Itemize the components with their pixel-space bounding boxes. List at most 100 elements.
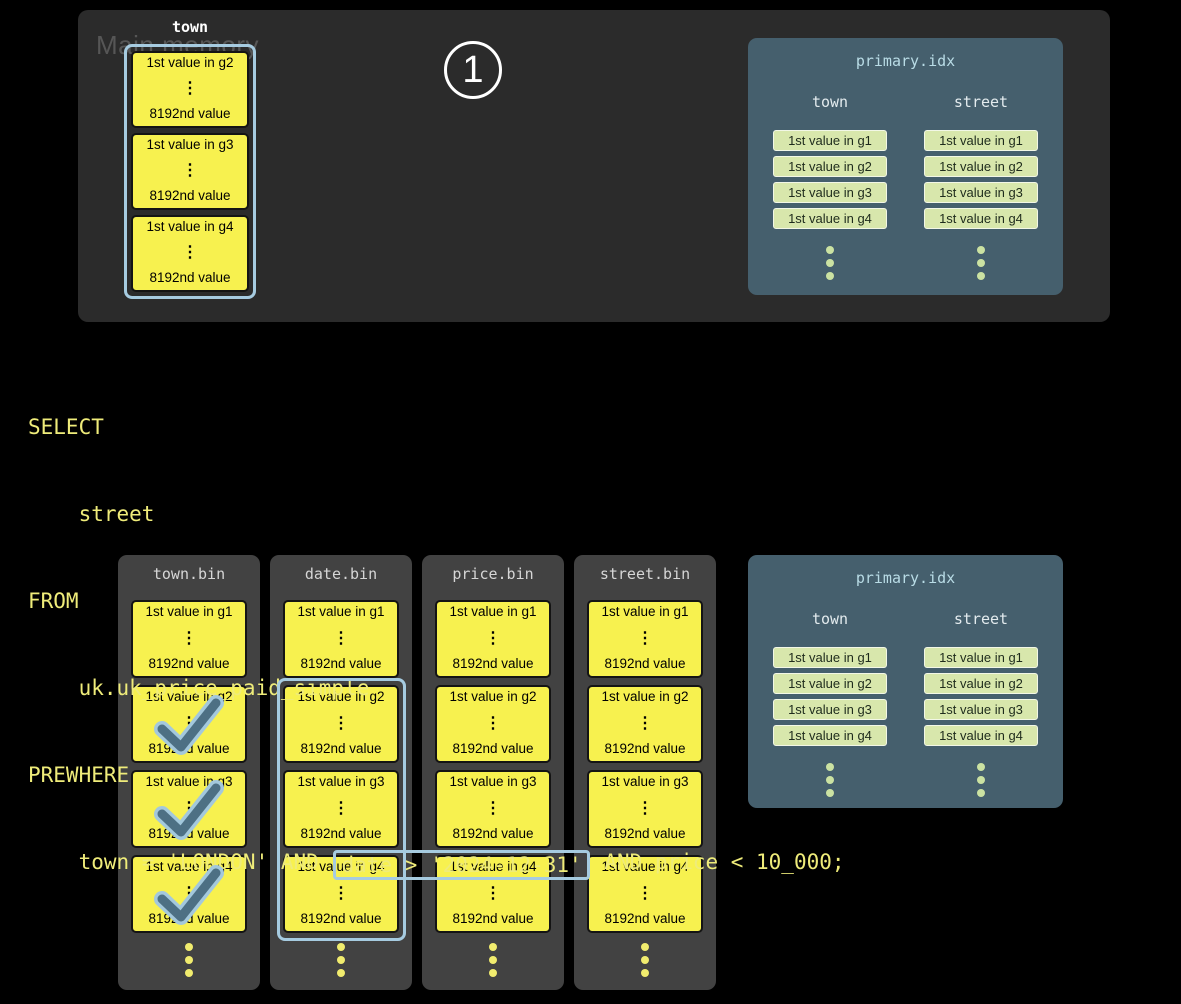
idx-entry-g1: 1st value in g1	[924, 647, 1038, 668]
checkmark-icon	[154, 865, 224, 925]
bin-title-date: date.bin	[304, 565, 378, 583]
granule-ellipsis: ⋮	[182, 80, 198, 98]
granule-last-value: 8192nd value	[604, 826, 686, 842]
checkmark-icon	[154, 695, 224, 755]
granule-block-g3: 1st value in g3 ⋮ 8192nd value	[587, 770, 703, 848]
granule-ellipsis: ⋮	[485, 629, 501, 647]
idx-entry-g4: 1st value in g4	[924, 208, 1038, 229]
granule-last-value: 8192nd value	[149, 188, 231, 204]
ellipsis-dots	[977, 246, 985, 280]
idx-entry-g4: 1st value in g4	[924, 725, 1038, 746]
idx-entry-g4: 1st value in g4	[773, 208, 887, 229]
granule-block-g4: 1st value in g4 ⋮ 8192nd value	[587, 855, 703, 933]
granule-last-value: 8192nd value	[300, 656, 382, 672]
granule-ellipsis: ⋮	[333, 884, 349, 902]
sql-line-select: SELECT	[28, 415, 104, 439]
dot	[977, 776, 985, 784]
granule-last-value: 8192nd value	[604, 911, 686, 927]
ellipsis-dots	[270, 943, 412, 977]
granule-ellipsis: ⋮	[182, 244, 198, 262]
idx-entry-g1: 1st value in g1	[773, 647, 887, 668]
granule-ellipsis: ⋮	[637, 714, 653, 732]
sql-text-after: AND price < 10_000;	[591, 850, 845, 874]
idx-entry-g3: 1st value in g3	[924, 699, 1038, 720]
idx-street-column: street 1st value in g1 1st value in g2 1…	[924, 93, 1038, 280]
dot	[826, 763, 834, 771]
granule-ellipsis: ⋮	[181, 629, 197, 647]
bin-blocks: 1st value in g1 ⋮ 8192nd value 1st value…	[587, 600, 703, 933]
idx-entry-g4: 1st value in g4	[773, 725, 887, 746]
granule-last-value: 8192nd value	[300, 741, 382, 757]
granule-block-g1: 1st value in g1 ⋮ 8192nd value	[131, 600, 247, 678]
granule-first-value: 1st value in g3	[146, 137, 234, 152]
granule-first-value: 1st value in g1	[145, 604, 233, 619]
granule-first-value: 1st value in g2	[601, 689, 689, 704]
granule-first-value: 1st value in g3	[449, 774, 537, 789]
granule-first-value: 1st value in g1	[297, 604, 385, 619]
bin-title-town: town.bin	[152, 565, 226, 583]
idx-column-header-town: town	[811, 93, 849, 111]
idx-column-header-town: town	[811, 610, 849, 628]
checkmark-icon	[154, 780, 224, 840]
dot	[185, 943, 193, 951]
sql-line-table: uk.uk_price_paid_simple	[28, 676, 370, 700]
step-1-badge: 1	[444, 41, 502, 99]
granule-ellipsis: ⋮	[182, 162, 198, 180]
dot	[489, 969, 497, 977]
granule-block-g2: 1st value in g2 ⋮ 8192nd value	[283, 685, 399, 763]
ellipsis-dots	[826, 763, 834, 797]
dot	[337, 956, 345, 964]
granule-last-value: 8192nd value	[604, 741, 686, 757]
idx-entry-g3: 1st value in g3	[773, 699, 887, 720]
primary-idx-panel-top: primary.idx town 1st value in g1 1st val…	[748, 38, 1063, 295]
granule-block-g2: 1st value in g2 ⋮ 8192nd value	[131, 685, 247, 763]
granule-last-value: 8192nd value	[300, 911, 382, 927]
idx-entry-g1: 1st value in g1	[773, 130, 887, 151]
ellipsis-dots	[118, 943, 260, 977]
idx-entry-g2: 1st value in g2	[924, 673, 1038, 694]
bin-blocks: 1st value in g1 ⋮ 8192nd value 1st value…	[435, 600, 551, 933]
granule-ellipsis: ⋮	[333, 629, 349, 647]
bin-title-price: price.bin	[452, 565, 534, 583]
granule-block-g3: 1st value in g3 ⋮ 8192nd value	[435, 770, 551, 848]
bin-blocks: 1st value in g1 ⋮ 8192nd value 1st value…	[131, 600, 247, 933]
granule-last-value: 8192nd value	[452, 911, 534, 927]
idx-entry-g1: 1st value in g1	[924, 130, 1038, 151]
granule-first-value: 1st value in g3	[601, 774, 689, 789]
granule-last-value: 8192nd value	[452, 826, 534, 842]
memory-highlight-box: 1st value in g2 ⋮ 8192nd value 1st value…	[124, 44, 256, 299]
idx-entry-g2: 1st value in g2	[773, 156, 887, 177]
ellipsis-dots	[574, 943, 716, 977]
granule-first-value: 1st value in g4	[601, 859, 689, 874]
granule-block-g2: 1st value in g2 ⋮ 8192nd value	[131, 51, 249, 128]
primary-idx-title: primary.idx	[855, 52, 956, 70]
dot	[977, 272, 985, 280]
granule-first-value: 1st value in g3	[297, 774, 385, 789]
dot	[185, 969, 193, 977]
bin-panel-street: street.bin 1st value in g1 ⋮ 8192nd valu…	[574, 555, 716, 990]
granule-block-g1: 1st value in g1 ⋮ 8192nd value	[587, 600, 703, 678]
granule-first-value: 1st value in g2	[146, 55, 234, 70]
sql-highlighted-text: date > '2024-12-31'	[341, 853, 582, 877]
step-number: 1	[462, 48, 484, 91]
idx-entry-g3: 1st value in g3	[773, 182, 887, 203]
primary-idx-panel-bottom: primary.idx town 1st value in g1 1st val…	[748, 555, 1063, 808]
dot	[977, 259, 985, 267]
granule-last-value: 8192nd value	[604, 656, 686, 672]
idx-entry-g3: 1st value in g3	[924, 182, 1038, 203]
dot	[489, 956, 497, 964]
primary-idx-title: primary.idx	[855, 569, 956, 587]
sql-line-from: FROM	[28, 589, 79, 613]
granule-ellipsis: ⋮	[333, 714, 349, 732]
granule-first-value: 1st value in g1	[601, 604, 689, 619]
ellipsis-dots	[977, 763, 985, 797]
dot	[185, 956, 193, 964]
dot	[337, 943, 345, 951]
granule-first-value: 1st value in g1	[449, 604, 537, 619]
memory-column-label: town	[171, 18, 209, 36]
ellipsis-dots	[422, 943, 564, 977]
granule-ellipsis: ⋮	[485, 884, 501, 902]
granule-block-g3: 1st value in g3 ⋮ 8192nd value	[283, 770, 399, 848]
sql-line-conditions: town = 'LONDON' AND date > '2024-12-31' …	[28, 848, 845, 880]
